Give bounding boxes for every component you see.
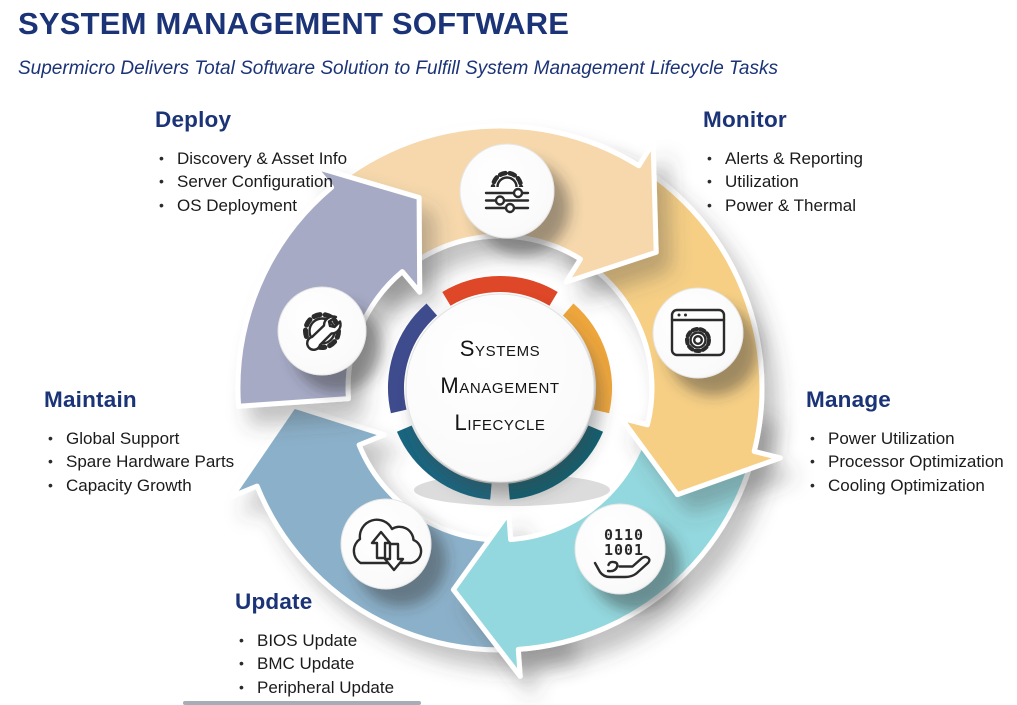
center-ring-segment-1 — [562, 303, 612, 414]
section-deploy-list: Discovery & Asset Info Server Configurat… — [159, 147, 347, 217]
page-title: SYSTEM MANAGEMENT SOFTWARE — [18, 6, 570, 41]
list-item: Utilization — [707, 170, 863, 193]
list-item: Discovery & Asset Info — [159, 147, 347, 170]
center-ring-segment-2 — [508, 425, 604, 500]
list-item: Power Utilization — [810, 427, 1004, 450]
list-item: Cooling Optimization — [810, 474, 1004, 497]
deploy-icon-circle — [459, 143, 555, 239]
section-monitor-list: Alerts & Reporting Utilization Power & T… — [707, 147, 863, 217]
section-manage: Manage Power Utilization Processor Optim… — [806, 387, 1004, 497]
cloud-arrows-icon — [352, 518, 423, 572]
svg-text:0110: 0110 — [604, 526, 644, 544]
center-ring-segment-4 — [388, 303, 438, 414]
svg-text:1001: 1001 — [604, 541, 644, 559]
list-item: Alerts & Reporting — [707, 147, 863, 170]
section-update-list: BIOS Update BMC Update Peripheral Update — [239, 629, 394, 699]
browser-gear-icon — [670, 308, 726, 357]
center-ring-segment-3 — [396, 425, 492, 500]
list-item: Power & Thermal — [707, 194, 863, 217]
list-item: OS Deployment — [159, 194, 347, 217]
section-maintain-list: Global Support Spare Hardware Parts Capa… — [48, 427, 234, 497]
list-item: Server Configuration — [159, 170, 347, 193]
list-item: BMC Update — [239, 652, 394, 675]
footer-bar — [183, 701, 421, 705]
page-subtitle: Supermicro Delivers Total Software Solut… — [18, 58, 778, 79]
section-update: Update BIOS Update BMC Update Peripheral… — [235, 589, 394, 699]
section-monitor-heading: Monitor — [703, 107, 787, 132]
gear-wrench-icon — [303, 312, 342, 351]
section-manage-list: Power Utilization Processor Optimization… — [810, 427, 1004, 497]
section-deploy-heading: Deploy — [155, 107, 232, 132]
list-item: Capacity Growth — [48, 474, 234, 497]
list-item: Processor Optimization — [810, 450, 1004, 473]
list-item: Global Support — [48, 427, 234, 450]
list-item: Peripheral Update — [239, 676, 394, 699]
center-circle — [405, 293, 595, 483]
gear-sliders-icon — [484, 170, 530, 214]
section-maintain: Maintain Global Support Spare Hardware P… — [44, 387, 234, 497]
list-item: BIOS Update — [239, 629, 394, 652]
center-ring-segment-0 — [442, 276, 558, 306]
section-maintain-heading: Maintain — [44, 387, 137, 412]
section-manage-heading: Manage — [806, 387, 891, 412]
list-item: Spare Hardware Parts — [48, 450, 234, 473]
section-update-heading: Update — [235, 589, 313, 614]
section-monitor: Monitor Alerts & Reporting Utilization P… — [703, 107, 863, 217]
manage-icon-circle — [574, 503, 666, 595]
section-deploy: Deploy Discovery & Asset Info Server Con… — [155, 107, 347, 217]
